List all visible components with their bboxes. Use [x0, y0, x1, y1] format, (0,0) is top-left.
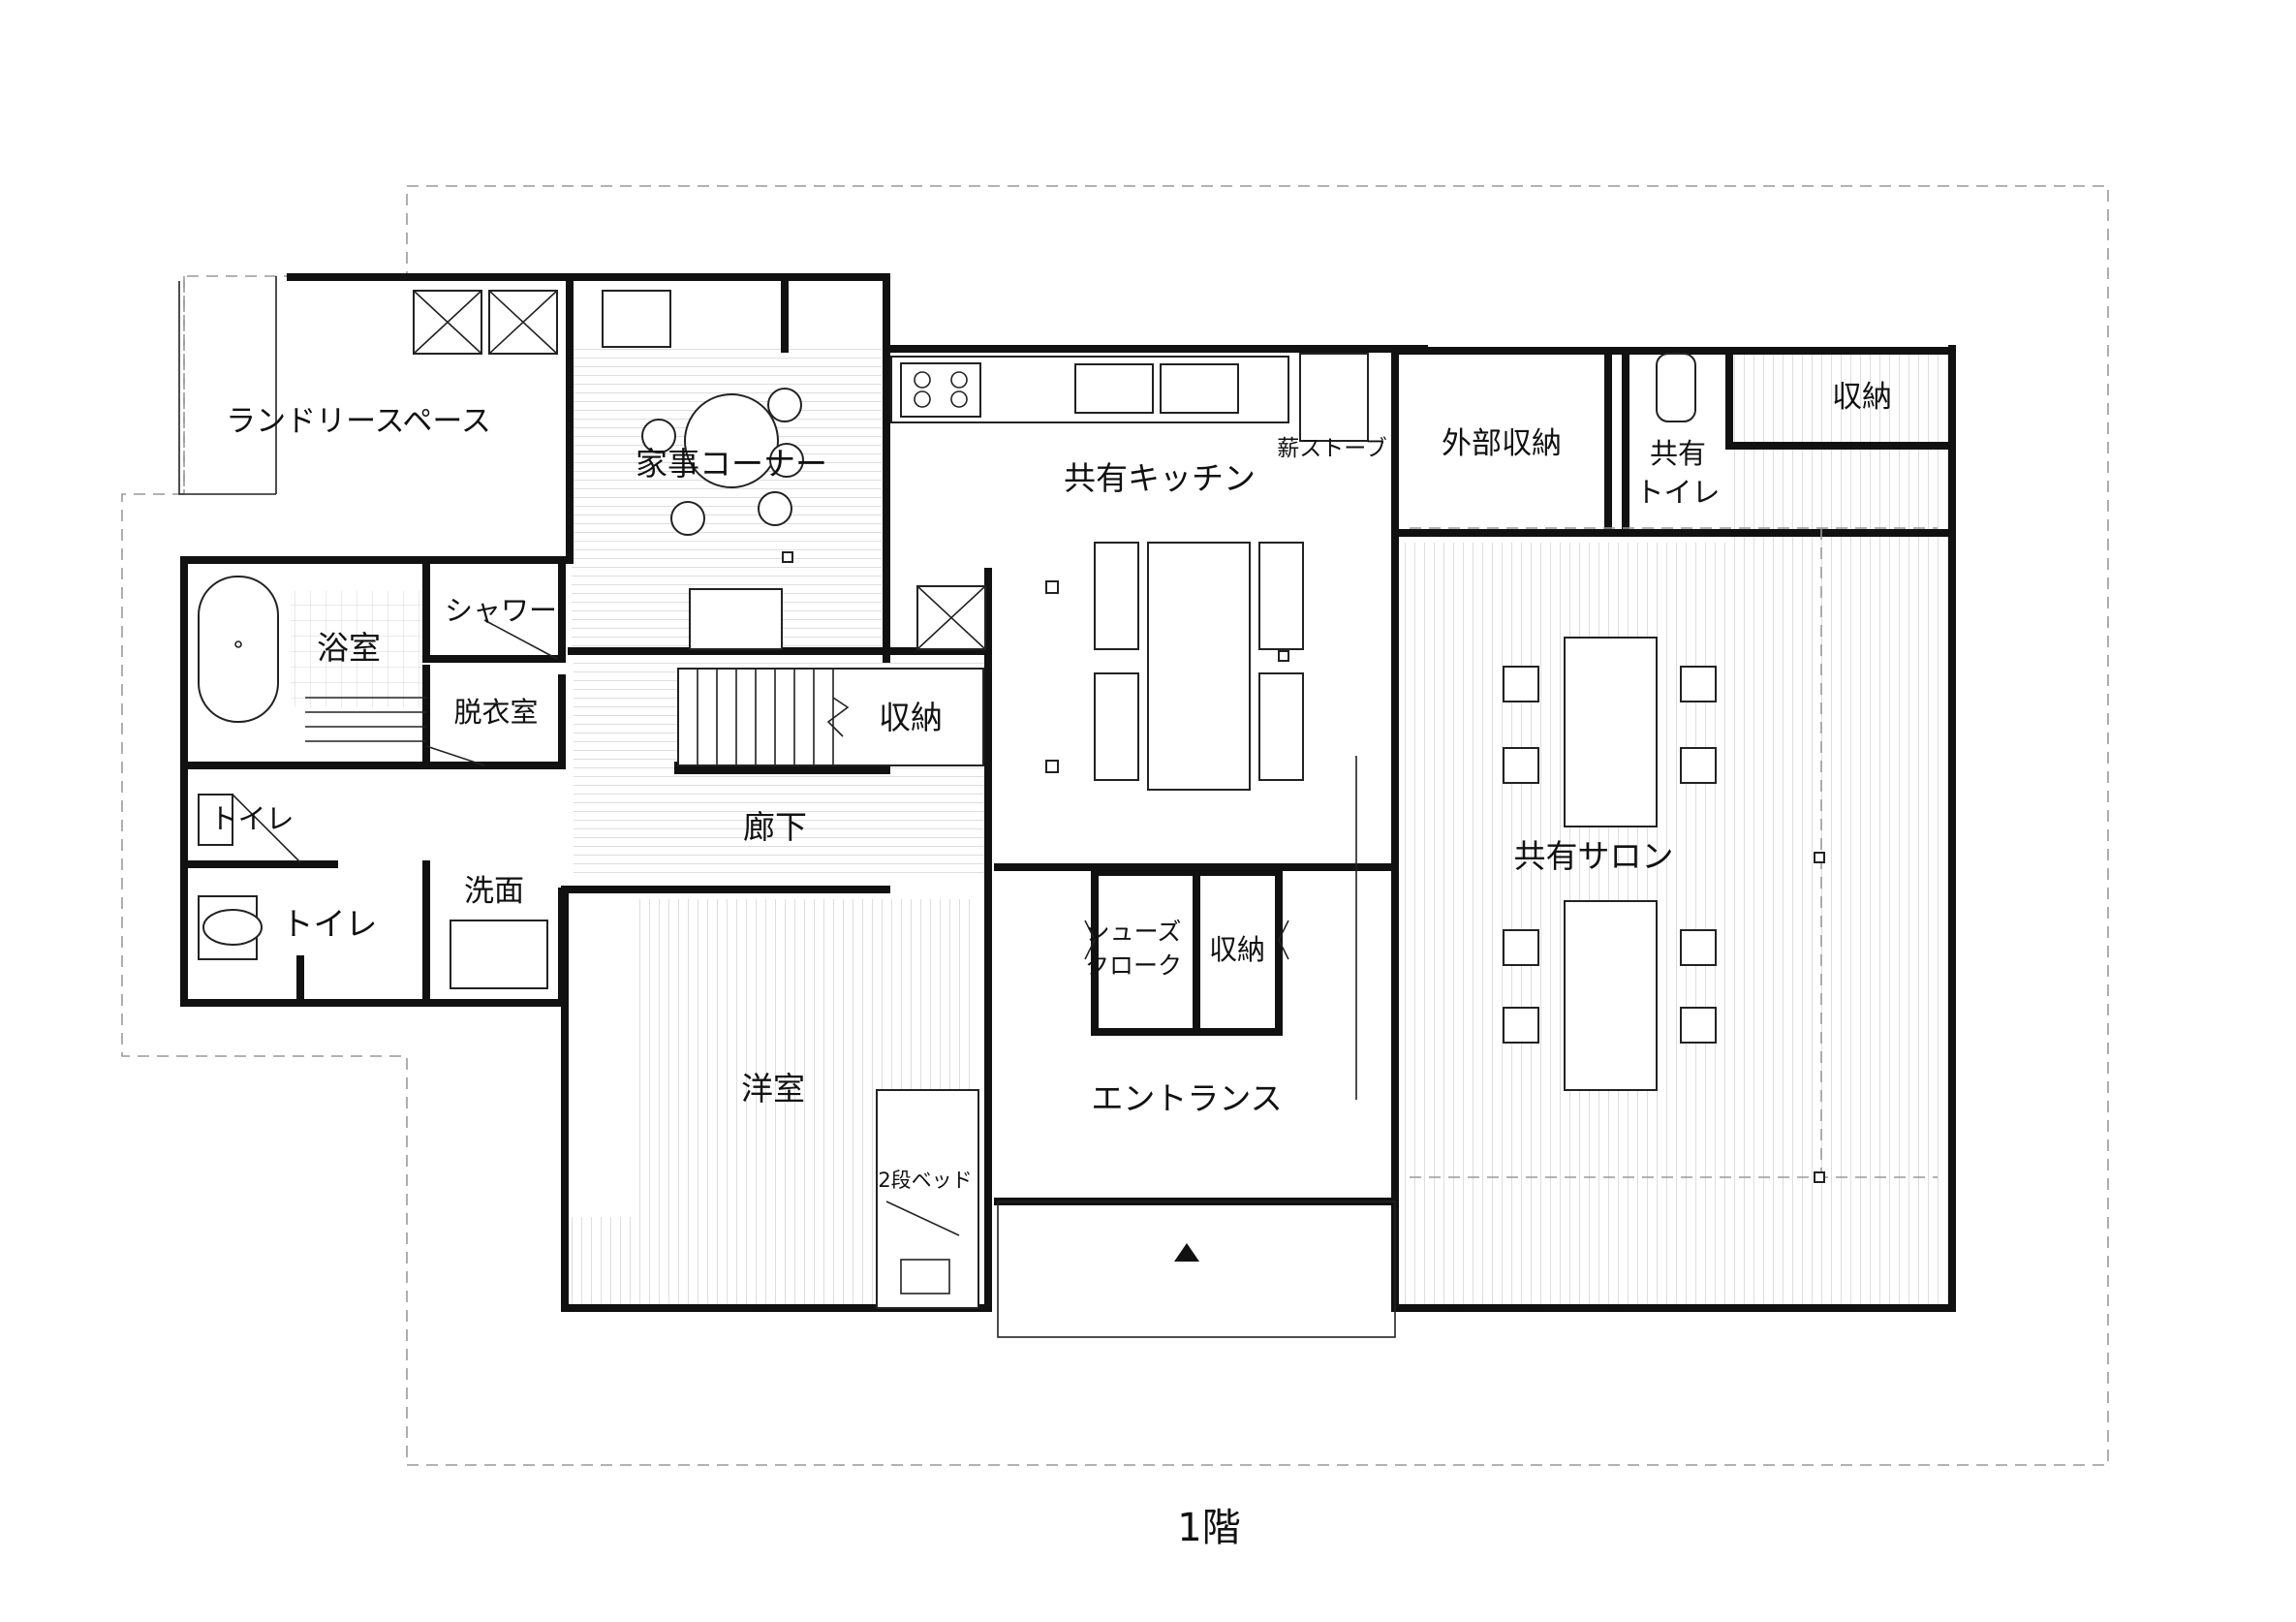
label-housework: 家事コーナー [636, 445, 827, 483]
kitchen-fixtures [890, 353, 1369, 791]
label-shoe-1: シューズ [1086, 918, 1182, 946]
entrance-triangle-icon [1174, 1243, 1199, 1262]
label-toilet-small: トイレ [209, 802, 294, 835]
bath-tile [291, 591, 426, 707]
stair [677, 668, 984, 766]
label-salon: 共有サロン [1514, 837, 1674, 875]
label-shared-toilet-2: トイレ [1635, 476, 1720, 509]
label-corridor: 廊下 [743, 808, 807, 846]
label-bunk-bed: 2段ベッド [878, 1169, 972, 1192]
western-room-fixtures [876, 1089, 979, 1309]
toilet-fixtures [198, 353, 1696, 989]
label-toilet: トイレ [282, 905, 378, 943]
housework-furniture [602, 290, 804, 650]
laundry-edge [178, 281, 276, 495]
label-shared-toilet-1: 共有 [1650, 437, 1706, 470]
label-laundry: ランドリースペース [226, 404, 491, 439]
label-storage-entry: 収納 [1209, 933, 1265, 966]
label-storage-ne: 収納 [1832, 380, 1892, 415]
salon-furniture [1410, 527, 1938, 1183]
salon-floor [1395, 543, 1952, 1308]
label-stove: 薪ストーブ [1277, 436, 1387, 461]
label-shoe-2: クローク [1085, 951, 1182, 980]
floor-title: 1階 [1177, 1506, 1240, 1550]
closet-floor [568, 1217, 634, 1308]
roof-outline [121, 185, 2109, 1466]
entrance-fixtures [997, 756, 1396, 1338]
label-outdoor-storage: 外部収納 [1442, 426, 1562, 461]
label-entrance: エントランス [1091, 1079, 1282, 1117]
label-western-room: 洋室 [741, 1070, 805, 1107]
label-kitchen: 共有キッチン [1064, 459, 1256, 497]
washing-machines [413, 290, 558, 355]
label-washroom: 洗面 [464, 874, 524, 909]
label-dressing: 脱衣室 [453, 696, 538, 729]
label-bath: 浴室 [317, 629, 381, 667]
label-storage-mid: 収納 [879, 699, 943, 736]
walls [180, 273, 1956, 1312]
bath-fixtures [198, 576, 558, 766]
label-shower: シャワー [445, 594, 557, 627]
